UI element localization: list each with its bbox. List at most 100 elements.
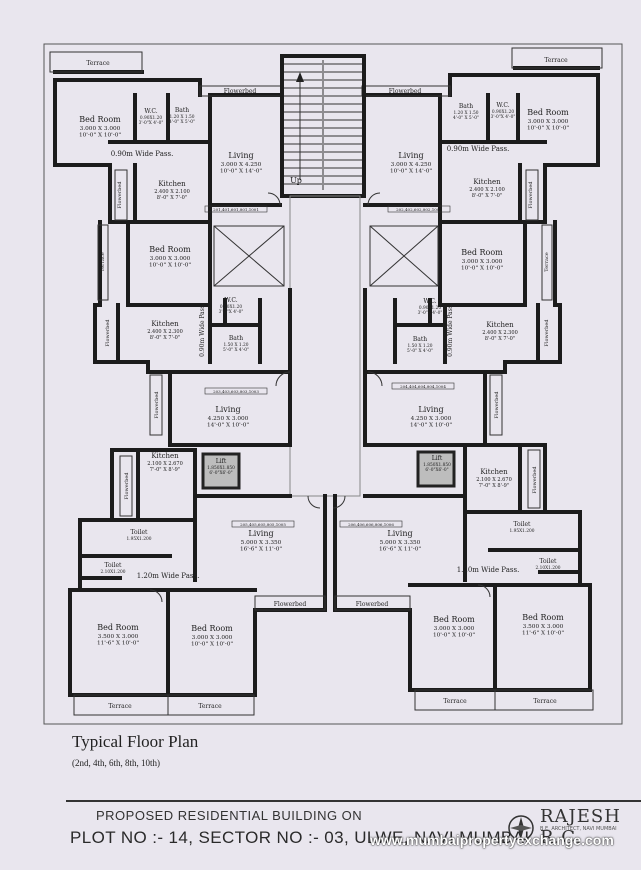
- label-up: Up: [290, 176, 302, 185]
- room-label-bed-br2-line2: 3.500 X 3.000: [523, 624, 564, 630]
- room-label-kitchen-tl-line1: Kitchen: [158, 180, 186, 188]
- title-block: [66, 800, 641, 870]
- door-swings: [149, 192, 491, 603]
- watermark-text: www.mumbaipropertyexchange.com: [370, 832, 614, 848]
- architect-name: RAJESH R.C.: [540, 806, 621, 848]
- room-label-lift-l-line3: 6'-0"X6'-0": [209, 471, 232, 476]
- flat-tag-br: 206,406,606,806,1006: [348, 522, 394, 527]
- room-label-bath-tl-line3: 4'-0" X 5'-0": [169, 120, 195, 125]
- room-label-wc-tl-line3: 3'-0"X 4'-0": [139, 121, 164, 126]
- room-label-bed-mr-line2: 3.000 X 3.000: [462, 259, 503, 265]
- label-flowerbed-living-right: Flowerbed: [494, 391, 500, 419]
- room-label-toilet-bl2-line1: Toilet: [105, 562, 123, 569]
- room-label-toilet-br1-line2: 1.95X1.200: [509, 529, 534, 534]
- label-terrace-top-right: Terrace: [544, 57, 568, 64]
- room-label-toilet-bl1-line1: Toilet: [131, 529, 149, 536]
- label-flowerbed-top-right-vertical: Flowerbed: [528, 181, 534, 209]
- label-pass-bottom-left: 1.20m Wide Pass.: [137, 572, 200, 580]
- room-label-living-bl-line2: 5.000 X 3.350: [241, 540, 282, 546]
- room-label-kitchen-tr-line1: Kitchen: [473, 178, 501, 186]
- room-label-bath-mr-line3: 5'-0" X 4'-0": [407, 349, 433, 354]
- room-label-bed-tl-line1: Bed Room: [79, 115, 121, 124]
- label-pass-top-right: 0.90m Wide Pass.: [447, 145, 510, 153]
- room-label-bath-tl-line2: 1.20 X 1.50: [169, 115, 194, 120]
- room-label-bed-br1-line1: Bed Room: [433, 615, 475, 624]
- room-label-bath-mr-line1: Bath: [413, 336, 427, 343]
- room-label-living-tr-line2: 3.000 X 4.250: [391, 162, 432, 168]
- room-label-kitchen-tr-line2: 2.400 X 2.100: [469, 187, 505, 193]
- room-label-kitchen-br-line2: 2.100 X 2.670: [476, 477, 512, 483]
- flat-tag-tl: 201,401,601,801,1001: [213, 207, 259, 212]
- room-label-wc-tr-line2: 0.90X1.20: [492, 110, 515, 115]
- room-label-wc-mr-line2: 0.90X1.20: [419, 306, 442, 311]
- room-label-kitchen-tl-line2: 2.400 X 2.100: [154, 189, 190, 195]
- room-label-living-br-line2: 5.000 X 3.350: [380, 540, 421, 546]
- flat-middle-left: [93, 220, 292, 447]
- room-label-bath-ml-line3: 5'-0" X 4'-0": [223, 348, 249, 353]
- flat-tag-mr: 204,404,604,804,1004: [400, 384, 446, 389]
- room-label-wc-mr-line1: W.C.: [423, 298, 436, 305]
- room-label-living-tl-line2: 3.000 X 4.250: [221, 162, 262, 168]
- room-label-lift-l-line2: 1.850X1.850: [207, 466, 235, 471]
- label-flowerbed-bottom-right: Flowerbed: [356, 601, 389, 608]
- room-label-bed-ml-line2: 3.000 X 3.000: [150, 256, 191, 262]
- room-label-bed-mr-line1: Bed Room: [461, 248, 503, 257]
- label-terrace-middle-left: Terrace: [100, 252, 106, 271]
- room-label-bed-bl1-line3: 11'-6" X 10'-0": [97, 641, 139, 647]
- room-label-bed-tr-line3: 10'-0" X 10'-0": [527, 126, 569, 132]
- flat-bottom-right: [333, 443, 594, 711]
- room-label-bed-tl-line3: 10'-0" X 10'-0": [79, 133, 121, 139]
- staircase: [280, 54, 366, 198]
- room-label-wc-ml-line1: W.C.: [224, 297, 237, 304]
- label-flowerbed-top-left-vertical: Flowerbed: [117, 181, 123, 209]
- room-label-bed-mr-line3: 10'-0" X 10'-0": [461, 266, 503, 272]
- room-label-wc-ml-line2: 0.90X1.20: [220, 305, 243, 310]
- room-label-bed-br1-line3: 10'-0" X 10'-0": [433, 633, 475, 639]
- room-label-living-tl-line3: 10'-0" X 14'-0": [220, 169, 262, 175]
- flat-bottom-left: [68, 448, 327, 716]
- label-flowerbed-bottom-left-vertical: Flowerbed: [124, 472, 130, 500]
- title-block-line1: PROPOSED RESIDENTIAL BUILDING ON: [96, 808, 363, 823]
- label-pass-top-left: 0.90m Wide Pass.: [111, 150, 174, 158]
- label-flowerbed-bottom-right-vertical: Flowerbed: [532, 466, 538, 494]
- label-terrace-middle-right: Terrace: [544, 252, 550, 271]
- room-label-bed-bl2-line3: 10'-0" X 10'-0": [191, 642, 233, 648]
- room-label-living-bl-line1: Living: [248, 529, 273, 538]
- lift-left: [201, 452, 241, 490]
- room-label-toilet-bl1-line2: 1.95X1.200: [126, 537, 151, 542]
- label-terrace-bottom-left-2: Terrace: [198, 703, 222, 710]
- label-flowerbed-top-right: Flowerbed: [389, 88, 422, 95]
- room-label-toilet-br2-line1: Toilet: [540, 558, 558, 565]
- title-block-line2: PLOT NO :- 14, SECTOR NO :- 03, ULWE, NA…: [70, 828, 530, 847]
- room-label-kitchen-bl-line3: 7'-0" X 8'-9": [150, 467, 180, 473]
- lobby: [289, 195, 361, 497]
- room-label-bed-ml-line3: 10'-0" X 10'-0": [149, 263, 191, 269]
- room-label-toilet-br2-line2: 2.10X1.200: [535, 566, 560, 571]
- room-label-kitchen-tr-line3: 8'-0" X 7'-0": [472, 193, 502, 199]
- label-terrace-top-left: Terrace: [86, 60, 110, 67]
- room-label-living-ml-line2: 4.250 X 3.000: [208, 416, 249, 422]
- plan-subtitle: (2nd, 4th, 6th, 8th, 10th): [72, 758, 160, 768]
- room-label-bed-br1-line2: 3.000 X 3.000: [434, 626, 475, 632]
- flat-tags: 201,401,601,801,1001 202,402,602,802,100…: [204, 205, 455, 528]
- room-label-lift-r-line2: 1.850X1.850: [423, 463, 451, 468]
- room-label-living-mr-line3: 14'-0" X 10'-0": [410, 423, 452, 429]
- room-label-kitchen-bl-line2: 2.100 X 2.670: [147, 461, 183, 467]
- room-label-bath-tr-line2: 1.20 X 1.50: [453, 111, 478, 116]
- room-label-bed-bl1-line1: Bed Room: [97, 623, 139, 632]
- label-terrace-bottom-right-1: Terrace: [443, 698, 467, 705]
- room-label-wc-mr-line3: 3'-0"X 4'-0": [418, 311, 443, 316]
- room-label-living-mr-line1: Living: [418, 405, 443, 414]
- room-label-toilet-bl2-line2: 2.10X1.200: [100, 570, 125, 575]
- label-pass-bottom-right: 1.20m Wide Pass.: [457, 566, 520, 574]
- room-label-bed-tr-line2: 3.000 X 3.000: [528, 119, 569, 125]
- plan-title: Typical Floor Plan: [72, 732, 199, 751]
- room-labels: Terrace Terrace Flowerbed Flowerbed 0.90…: [86, 57, 568, 710]
- room-label-kitchen-br-line3: 7'-0" X 8'-9": [479, 483, 509, 489]
- architect-logo-icon: [508, 815, 534, 841]
- room-label-wc-tl-line1: W.C.: [144, 108, 157, 115]
- room-label-bed-tr-line1: Bed Room: [527, 108, 569, 117]
- room-label-lift-r-line1: Lift: [432, 455, 443, 462]
- flat-tag-tr: 202,402,602,802,1002: [396, 207, 442, 212]
